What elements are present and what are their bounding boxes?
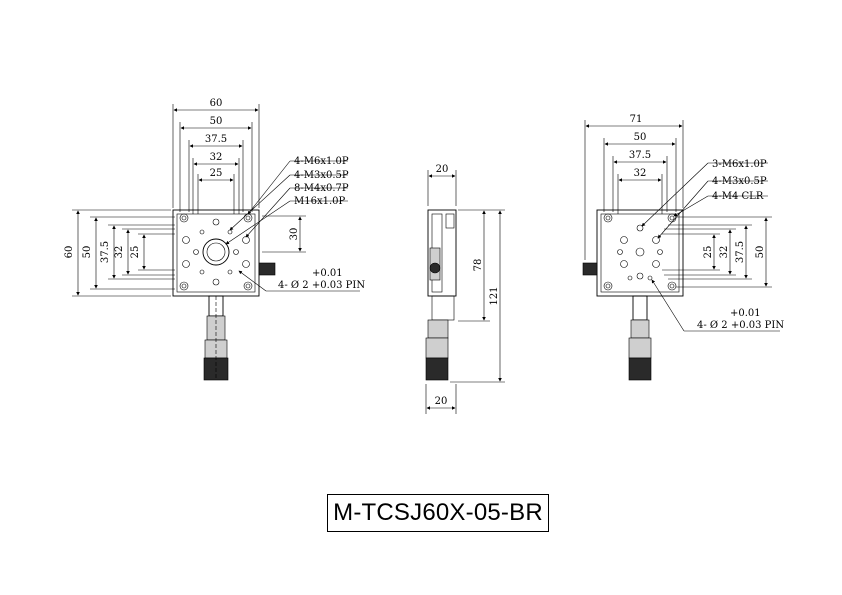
front-left-dim-25: 25 [130, 246, 141, 259]
side-dim-78: 78 [473, 259, 484, 272]
side-view: 20 20 78 121 [425, 164, 505, 414]
back-dim-71: 71 [630, 114, 643, 125]
front-lock-knob [258, 262, 276, 276]
front-top-dimensions [172, 104, 260, 214]
back-right-dim-32: 32 [719, 246, 730, 259]
front-holes [179, 213, 253, 291]
back-dim-32: 32 [634, 168, 647, 179]
side-bottom-dim-20: 20 [435, 396, 448, 407]
side-micrometer-thimble [425, 357, 449, 381]
back-right-dim-50: 50 [755, 246, 766, 259]
back-view: 71 50 37.5 32 25 32 37.5 50 [582, 114, 784, 381]
side-dim-121: 121 [489, 286, 500, 305]
front-dim-25: 25 [210, 168, 223, 179]
back-lock-knob [582, 262, 598, 276]
front-callout-m4: 8-M4x0.7P [294, 183, 349, 194]
back-pin-note: 4- Ø 2 +0.03 PIN [697, 320, 784, 331]
front-left-dim-50: 50 [82, 246, 93, 259]
front-callout-leaders [225, 160, 348, 245]
back-dim-50: 50 [634, 132, 647, 143]
front-dim-50: 50 [210, 116, 223, 127]
back-callout-m6: 3-M6x1.0P [712, 159, 767, 170]
front-pin-tolerance: +0.01 [312, 268, 343, 279]
front-callout-m6: 4-M6x1.0P [294, 156, 349, 167]
back-top-dimensions [584, 120, 684, 260]
model-title: M-TCSJ60X-05-BR [333, 499, 543, 526]
back-holes [603, 213, 677, 291]
back-callout-m4-clr: 4-M4 CLR [712, 191, 764, 202]
front-view: 60 50 37.5 32 25 60 50 37.5 32 25 [64, 98, 365, 381]
front-left-dimensions [72, 209, 175, 297]
front-left-dim-32: 32 [114, 246, 125, 259]
front-callout-m16: M16x1.0P [294, 196, 346, 207]
back-stage-body [596, 209, 684, 297]
back-callout-leaders [641, 162, 768, 239]
side-lock-knob [429, 262, 441, 274]
side-top-dim-20: 20 [436, 164, 449, 175]
front-left-dim-37-5: 37.5 [100, 241, 111, 263]
front-dim-32: 32 [210, 152, 223, 163]
model-title-box: M-TCSJ60X-05-BR [327, 494, 549, 532]
front-pin-note: 4- Ø 2 +0.03 PIN [278, 280, 365, 291]
front-dim-37-5: 37.5 [205, 134, 227, 145]
back-right-dim-37-5: 37.5 [735, 241, 746, 263]
back-right-dim-25: 25 [703, 246, 714, 259]
back-right-dimensions [662, 216, 772, 288]
back-pin-tolerance: +0.01 [730, 308, 761, 319]
front-dim-30: 30 [289, 228, 300, 241]
front-callout-m3: 4-M3x0.5P [294, 170, 349, 181]
back-dim-37-5: 37.5 [629, 150, 651, 161]
back-callout-m3: 4-M3x0.5P [712, 176, 767, 187]
front-left-dim-60: 60 [64, 246, 75, 259]
center-bore [202, 238, 230, 266]
front-stage-body [172, 209, 260, 297]
front-dim-60: 60 [210, 98, 223, 109]
back-micrometer-thimble [628, 357, 652, 381]
